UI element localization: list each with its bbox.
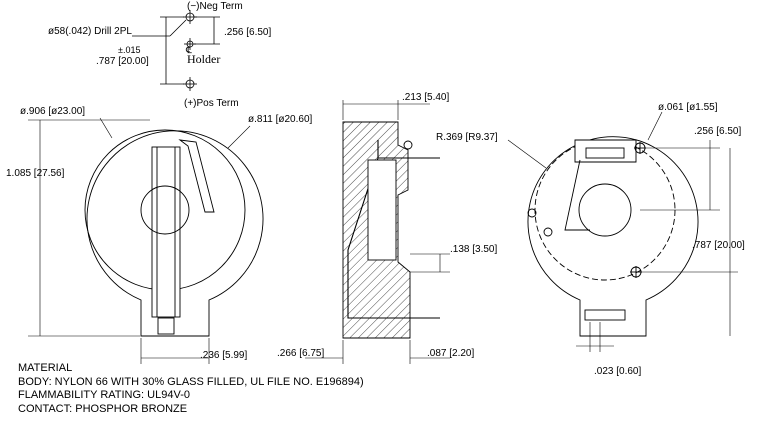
front-inner-dia: ø.811 [ø20.60]: [248, 114, 313, 125]
rear-radius: R.369 [R9.37]: [436, 132, 498, 143]
pitch-dimension: .787 [20.00]: [96, 56, 149, 67]
material-notes: MATERIAL BODY: NYLON 66 WITH 30% GLASS F…: [18, 362, 364, 416]
side-step: .138 [3.50]: [450, 244, 497, 255]
rear-hole-dia: ø.061 [ø1.55]: [658, 102, 718, 113]
front-outer-dia: ø.906 [ø23.00]: [20, 106, 85, 117]
side-view: [342, 121, 440, 339]
front-height: 1.085 [27.56]: [6, 168, 65, 179]
side-depth: .266 [6.75]: [277, 348, 324, 359]
terminal-layout-callout: [132, 10, 220, 91]
material-flammability: FLAMMABILITY RATING: UL94V-0: [18, 389, 190, 401]
front-center-boss: [140, 185, 190, 235]
holder-label: Holder: [187, 52, 220, 66]
offset-dimension: .256 [6.50]: [224, 27, 271, 38]
tolerance-note: ±.015: [118, 45, 140, 55]
front-view: [84, 129, 264, 337]
rear-offset: .256 [6.50]: [694, 126, 741, 137]
rear-gap: .023 [0.60]: [594, 366, 641, 377]
rear-center-boss: [578, 183, 632, 237]
neg-term-label: (−)Neg Term: [187, 1, 243, 12]
rear-pitch: .787 [20.00]: [692, 240, 745, 251]
side-top-width: .213 [5.40]: [402, 92, 449, 103]
rear-outer-body: [527, 136, 699, 337]
side-contact-spring: [347, 140, 440, 319]
material-title: MATERIAL: [18, 362, 73, 374]
front-tab-width: .236 [5.99]: [200, 350, 247, 361]
material-contact: CONTACT: PHOSPHOR BRONZE: [18, 402, 188, 415]
rear-view: [527, 136, 699, 337]
pos-term-label: (+)Pos Term: [184, 98, 239, 109]
rear-dimensions: [507, 111, 738, 352]
material-body: BODY: NYLON 66 WITH 30% GLASS FILLED, UL…: [18, 375, 364, 388]
front-dimensions: [28, 117, 251, 364]
drill-note: ø58(.042) Drill 2PL: [48, 26, 132, 37]
centerline-symbol: ℄: [185, 45, 192, 55]
side-contact-width: .087 [2.20]: [427, 348, 474, 359]
side-dimensions: [305, 100, 450, 364]
